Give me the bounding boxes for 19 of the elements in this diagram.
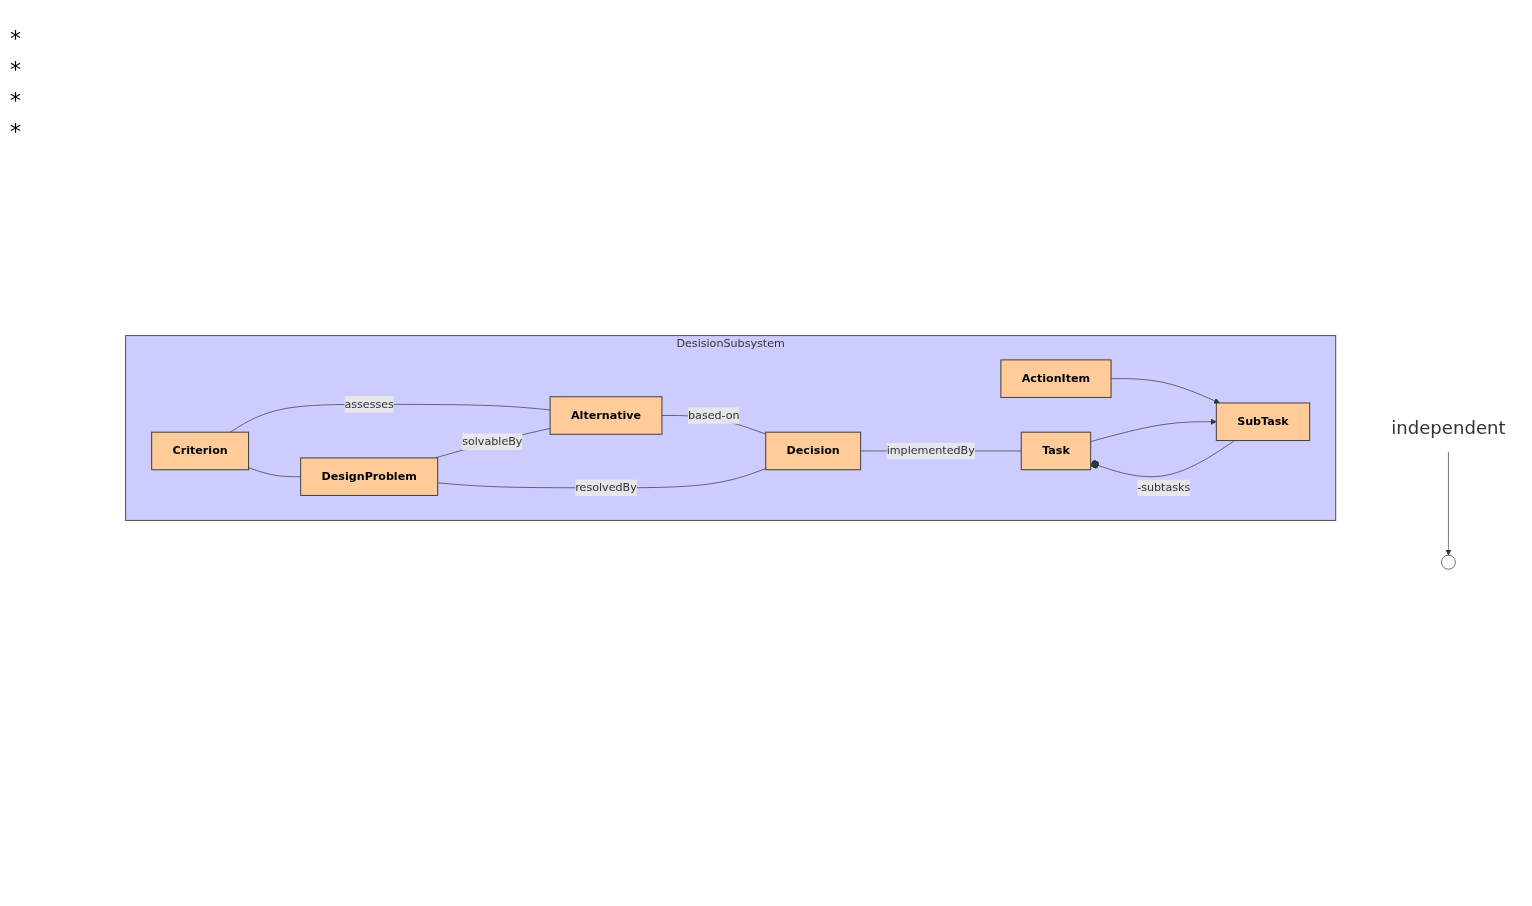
multiplicity-label: * <box>10 119 22 144</box>
node-box: ActionItem <box>1000 359 1112 398</box>
node-box: Alternative <box>549 396 663 435</box>
node-box: Criterion <box>151 431 250 471</box>
node-text: independent <box>1391 417 1506 439</box>
edge-label: assesses <box>344 397 394 411</box>
multiplicity-label: * <box>10 26 22 51</box>
node-box: SubTask <box>1215 402 1311 441</box>
multiplicity-label: * <box>10 88 22 113</box>
node-circle <box>1441 554 1456 570</box>
node-box: DesignProblem <box>300 457 439 496</box>
edge-label: solvableBy <box>462 434 523 448</box>
multiplicity-label: * <box>10 57 22 82</box>
node-box: Task <box>1020 431 1092 471</box>
edge-label: implementedBy <box>886 443 975 458</box>
edge-label: -subtasks <box>1137 480 1191 494</box>
node-box: Decision <box>765 431 862 471</box>
edge-label: based-on <box>688 408 740 422</box>
edge-label: resolvedBy <box>575 480 637 494</box>
